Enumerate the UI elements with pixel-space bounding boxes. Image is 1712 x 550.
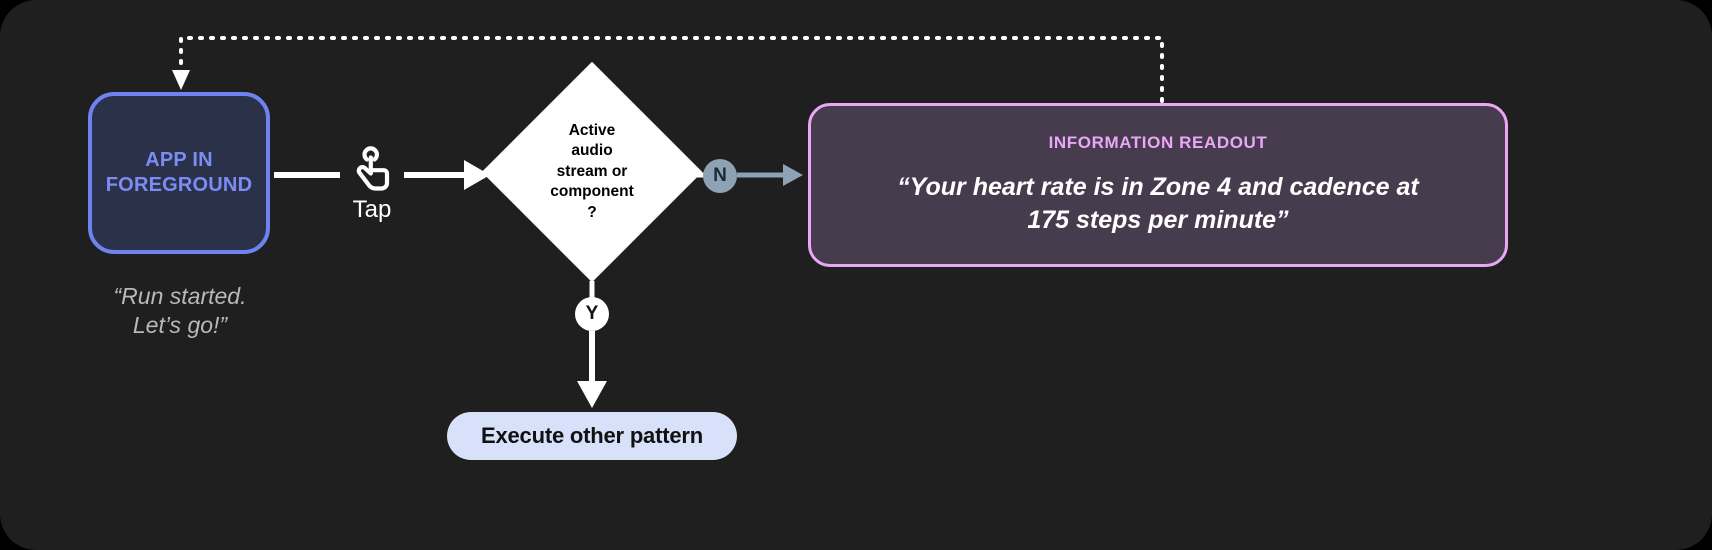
node-app-in-foreground[interactable]: APP IN FOREGROUND: [88, 92, 270, 254]
app-in-foreground-caption: “Run started. Let’s go!”: [113, 283, 247, 338]
arrowhead-no-to-readout: [783, 164, 803, 186]
tap-gesture-icon: [340, 146, 404, 194]
information-readout-body: “Your heart rate is in Zone 4 and cadenc…: [897, 173, 1419, 234]
node-information-readout[interactable]: INFORMATION READOUT “Your heart rate is …: [808, 103, 1508, 267]
decision-label: Active audio stream or component ?: [550, 121, 634, 221]
node-decision-active-audio[interactable]: Active audio stream or component ?: [481, 61, 703, 283]
node-execute-other-pattern[interactable]: Execute other pattern: [447, 412, 737, 460]
branch-badge-yes-label: Y: [585, 303, 599, 324]
branch-badge-no[interactable]: N: [703, 159, 737, 193]
tap-gesture-group: Tap: [340, 146, 404, 222]
branch-badge-no-label: N: [713, 165, 727, 186]
branch-badge-yes[interactable]: Y: [575, 297, 609, 331]
arrowhead-readout-back-to-app: [172, 70, 190, 90]
arrowhead-yes-to-execute: [577, 381, 607, 408]
information-readout-title: INFORMATION READOUT: [1048, 133, 1268, 152]
execute-other-pattern-label: Execute other pattern: [481, 423, 703, 448]
node-app-in-foreground-label: APP IN FOREGROUND: [105, 149, 253, 196]
tap-gesture-label: Tap: [352, 196, 392, 223]
